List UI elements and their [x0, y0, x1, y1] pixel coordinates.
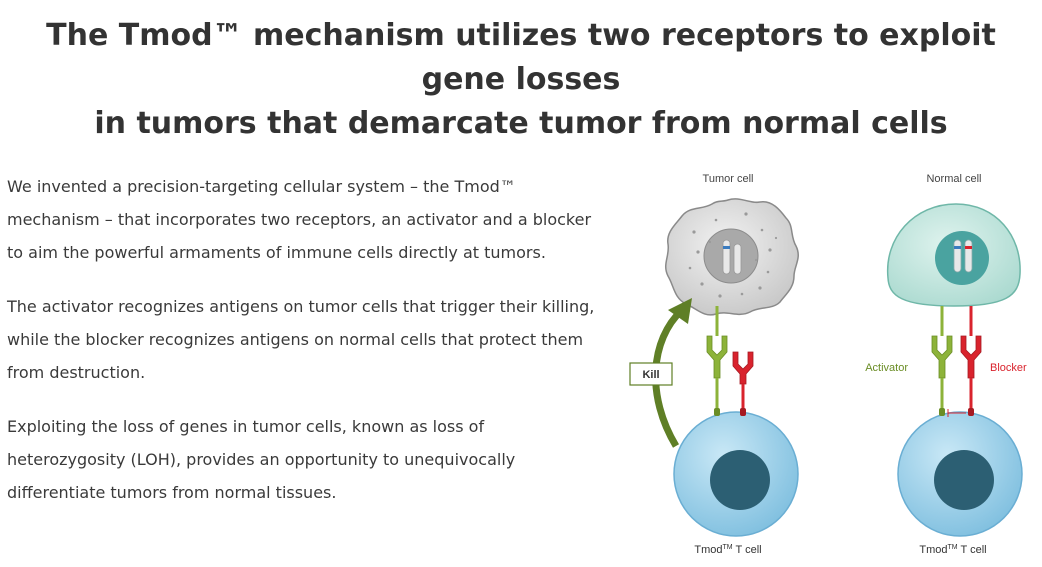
tcell-right-nucleus	[934, 450, 994, 510]
tumor-debris-dots	[688, 212, 778, 298]
page-title: The Tmod™ mechanism utilizes two recepto…	[0, 14, 1042, 146]
activator-receptor-left	[706, 306, 728, 416]
blocker-label: Blocker	[990, 362, 1027, 374]
paragraph-activator-blocker: The activator recognizes antigens on tum…	[7, 297, 595, 382]
paragraph-loh: Exploiting the loss of genes in tumor ce…	[7, 417, 516, 502]
tcell-left-label-suffix: T cell	[733, 544, 762, 556]
normal-nucleus	[935, 231, 989, 285]
tumor-chromosomes-icon	[722, 239, 742, 275]
tcell-left	[673, 411, 799, 537]
kill-box	[629, 362, 673, 386]
tumor-cell-label: Tumor cell	[703, 173, 754, 185]
tcell-left-label-name: Tmod	[694, 544, 722, 556]
normal-chromosomes-icon	[953, 239, 973, 273]
tcell-right-label-sup: TM	[948, 544, 958, 551]
diagram-svg: Tumor cell Normal cell	[629, 173, 1027, 556]
normal-cell	[886, 203, 1021, 307]
title-line-1: The Tmod™ mechanism utilizes two recepto…	[46, 18, 996, 97]
blocker-receptor-right	[960, 306, 982, 416]
normal-cell-label: Normal cell	[926, 173, 981, 185]
tcell-left-label-sup: TM	[723, 544, 733, 551]
paragraph-intro: We invented a precision-targeting cellul…	[7, 177, 592, 262]
activator-label: Activator	[865, 362, 908, 374]
tcell-right	[897, 411, 1023, 537]
tmod-mechanism-diagram: Tumor cell Normal cell	[610, 160, 1040, 565]
tumor-nucleus	[703, 228, 759, 284]
intro-text: We invented a precision-targeting cellul…	[7, 170, 607, 530]
tcell-right-label-name: Tmod	[919, 544, 947, 556]
activator-receptor-right	[931, 306, 953, 416]
blocker-receptor-left	[732, 351, 754, 416]
tcell-left-nucleus	[710, 450, 770, 510]
tcell-right-label-suffix: T cell	[958, 544, 987, 556]
tcell-left-label: TmodTM T cell	[694, 544, 761, 556]
kill-label: Kill	[642, 369, 659, 381]
tcell-right-label: TmodTM T cell	[919, 544, 986, 556]
tumor-cell	[665, 198, 799, 316]
inhibition-symbol-icon	[947, 409, 966, 417]
title-line-2: in tumors that demarcate tumor from norm…	[94, 106, 948, 141]
